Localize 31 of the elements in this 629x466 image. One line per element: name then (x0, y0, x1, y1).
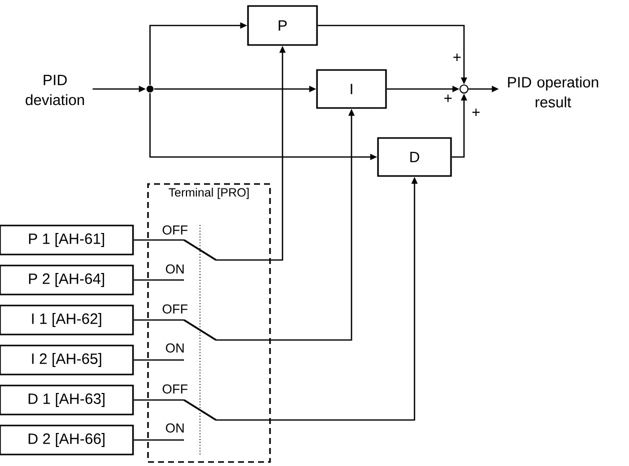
text-label: PID operation result (508, 76, 598, 108)
line (134, 319, 184, 321)
block-box: P (247, 5, 318, 46)
switch-label: OFF (162, 384, 188, 394)
line (134, 279, 184, 281)
line (134, 399, 184, 401)
switch (184, 319, 216, 341)
sign-label: + (453, 54, 461, 61)
switch-label: ON (166, 264, 184, 274)
parameter-box: P 2 [AH-64] (0, 264, 134, 296)
switch (184, 399, 216, 421)
switch-label: ON (166, 343, 184, 353)
junction-dot (146, 86, 154, 92)
parameter-box: I 2 [AH-65] (0, 344, 134, 376)
summing-point (459, 84, 469, 94)
text-label: PID deviation (26, 74, 84, 106)
block-box: I (316, 69, 387, 109)
parameter-box: D 1 [AH-63] (0, 384, 134, 416)
line (134, 239, 184, 241)
line (134, 439, 184, 441)
sign-label: + (444, 94, 452, 102)
switch (184, 239, 216, 261)
switch-label: OFF (162, 304, 188, 314)
switch-label: ON (166, 423, 184, 433)
sign-label: + (472, 108, 480, 116)
switch-label: OFF (162, 225, 188, 235)
block-box: D (377, 137, 452, 177)
parameter-box: I 1 [AH-62] (0, 304, 134, 336)
parameter-box: D 2 [AH-66] (0, 424, 134, 456)
parameter-box: P 1 [AH-61] (0, 224, 134, 256)
line (134, 359, 184, 361)
